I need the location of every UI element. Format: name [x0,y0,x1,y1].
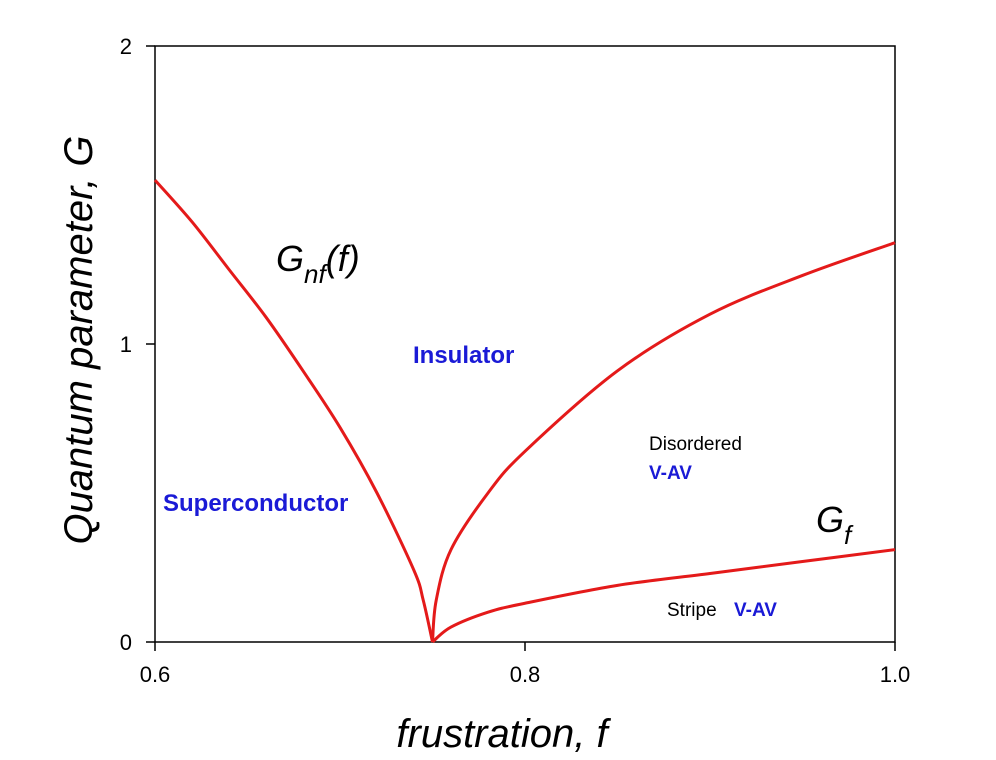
gf-main: G [816,499,844,540]
gnf-main: G [276,238,304,279]
x-tick-label-2: 1.0 [880,662,911,687]
y-tick-label-1: 1 [120,332,132,357]
y-tick-label-2: 2 [120,34,132,59]
x-axis-label: frustration, f [396,712,611,756]
axis-ticks [146,45,896,651]
insulator-label: Insulator [413,342,514,369]
gnf-tail: (f) [326,238,360,279]
y-axis-label: Quantum parameter, G [57,135,101,544]
stripe-vav-label: V-AV [734,600,777,621]
y-tick-label-0: 0 [120,630,132,655]
gf-curve-label: Gf [816,499,854,550]
series-line-0 [153,179,434,643]
gnf-curve-label: Gnf(f) [276,238,360,289]
series-line-1 [431,241,896,643]
disordered-label: Disordered [649,434,742,455]
disordered-vav-label: V-AV [649,463,692,484]
plot-frame [154,45,896,643]
x-tick-label-1: 0.8 [510,662,541,687]
curves [153,179,896,644]
x-tick-label-0: 0.6 [140,662,171,687]
series-line-2 [431,548,896,644]
gf-sub: f [844,520,854,550]
stripe-label: Stripe [667,600,717,621]
superconductor-label: Superconductor [163,490,348,517]
gnf-sub: nf [304,259,328,289]
